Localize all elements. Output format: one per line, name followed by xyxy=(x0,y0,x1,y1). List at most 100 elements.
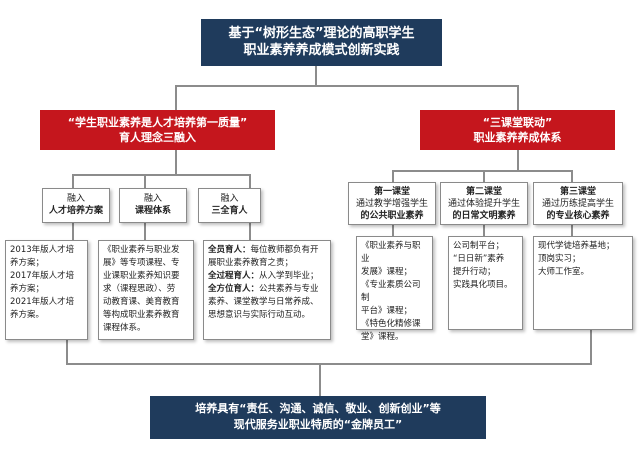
connector xyxy=(517,85,519,110)
detail-label: 全员育人： xyxy=(208,245,251,255)
col-header-line2: 通过教学增强学生 xyxy=(355,199,428,209)
detail-line: 展》等专项课程、专 xyxy=(103,258,180,268)
detail-line: 堂》课程。 xyxy=(361,332,404,342)
col-header-line3: 的日常文明素养 xyxy=(452,211,516,221)
detail-line: 2017年版人才培 xyxy=(10,271,75,281)
connector xyxy=(392,170,572,172)
col-header-sanquan: 融入 三全育人 xyxy=(198,188,261,223)
detail-line: 全员育人：每位教师都负有开 xyxy=(208,244,326,257)
connector xyxy=(319,363,321,396)
connector xyxy=(392,225,394,236)
col-header-title: 三全育人 xyxy=(211,206,248,216)
top-title-line2: 职业素养养成模式创新实践 xyxy=(243,43,400,58)
detail-label: 全过程育人： xyxy=(208,271,260,281)
connector xyxy=(483,170,485,182)
detail-label: 全方位育人： xyxy=(208,284,260,294)
col-header-third: 第三课堂 通过历练提高学生 的专业核心素养 xyxy=(533,182,623,225)
detail-line: 2021年版人才培 xyxy=(10,297,75,307)
detail-text: 展职业素养教育之责； xyxy=(208,258,294,268)
col-header-prefix: 融入 xyxy=(220,194,239,204)
detail-line: 全过程育人：从入学到毕业； xyxy=(208,270,326,283)
detail-line: 《专业素质公司制 xyxy=(361,280,421,303)
connector xyxy=(175,85,518,87)
bottom-result-line2: 现代服务业职业特质的“金牌员工” xyxy=(233,418,403,431)
detail-line: 等构成职业素养教育 xyxy=(103,310,180,320)
col-header-title: 人才培养方案 xyxy=(48,206,103,216)
connector xyxy=(144,223,146,240)
detail-second: 公司制平台； “日日新”素养 提升行动； 实践具化项目。 xyxy=(448,236,523,330)
connector xyxy=(571,170,573,182)
connector xyxy=(72,223,74,240)
col-header-title: 课程体系 xyxy=(134,206,171,216)
detail-line: 全方位育人：公共素养与专业 xyxy=(208,283,326,296)
connector xyxy=(392,170,394,182)
detail-line: 动教育课、美育教育 xyxy=(103,297,180,307)
connector xyxy=(72,174,74,188)
detail-line: 展职业素养教育之责； xyxy=(208,257,326,270)
connector xyxy=(249,223,251,240)
connector xyxy=(315,66,317,86)
detail-line: 《特色化精修课 xyxy=(361,319,421,329)
col-header-prefix: 融入 xyxy=(143,194,162,204)
detail-line: 现代学徒培养基地； xyxy=(538,241,615,251)
detail-line: 平台》课程； xyxy=(361,306,413,316)
detail-line: 求（课程思政）、劳 xyxy=(103,284,176,294)
connector xyxy=(144,174,146,188)
detail-line: 养方案。 xyxy=(10,310,45,320)
col-header-prefix: 融入 xyxy=(66,194,85,204)
connector xyxy=(175,150,177,175)
col-header-line2: 通过体验提升学生 xyxy=(447,199,520,209)
detail-line: 养方案； xyxy=(10,284,45,294)
detail-sanquan: 全员育人：每位教师都负有开 展职业素养教育之责； 全过程育人：从入学到毕业； 全… xyxy=(203,240,331,340)
detail-curriculum: 《职业素养与职业发 展》等专项课程、专 业课职业素养知识要 求（课程思政）、劳 … xyxy=(98,240,194,340)
connector xyxy=(590,330,592,364)
col-header-title: 第二课堂 xyxy=(465,187,502,197)
col-header-title: 第三课堂 xyxy=(559,187,596,197)
col-header-line2: 通过历练提高学生 xyxy=(541,199,614,209)
detail-line: 课程体系。 xyxy=(103,323,146,333)
left-branch-box: “学生职业素养是人才培养第一质量” 育人理念三融入 xyxy=(40,110,275,150)
detail-line: 思想意识与实际行动互动。 xyxy=(208,309,326,322)
detail-line: 提升行动； xyxy=(453,267,496,277)
detail-third: 现代学徒培养基地； 顶岗实习； 大师工作室。 xyxy=(533,236,633,330)
right-branch-line1: “三课堂联动” xyxy=(482,116,553,129)
connector xyxy=(483,225,485,236)
col-header-line3: 的专业核心素养 xyxy=(546,211,610,221)
detail-plan: 2013年版人才培 养方案； 2017年版人才培 养方案； 2021年版人才培 … xyxy=(5,240,88,340)
detail-text: 每位教师都负有开 xyxy=(250,245,319,255)
detail-line: 素养、课堂教学与日常养成、 xyxy=(208,296,326,309)
top-title-box: 基于“树形生态”理论的高职学生 职业素养养成模式创新实践 xyxy=(201,19,442,66)
bottom-result-box: 培养具有“责任、沟通、诚信、敬业、创新创业”等 现代服务业职业特质的“金牌员工” xyxy=(150,396,486,439)
col-header-first: 第一课堂 通过教学增强学生 的公共职业素养 xyxy=(348,182,436,225)
detail-text: 公共素养与专业 xyxy=(259,284,319,294)
right-branch-line2: 职业素养养成体系 xyxy=(473,131,562,144)
detail-text: 思想意识与实际行动互动。 xyxy=(208,310,311,320)
connector xyxy=(175,85,177,110)
detail-text: 素养、课堂教学与日常养成、 xyxy=(208,297,319,307)
detail-first: 《职业素养与职业 发展》课程； 《专业素质公司制 平台》课程； 《特色化精修课 … xyxy=(356,236,433,342)
connector xyxy=(249,174,251,188)
detail-line: 公司制平台； xyxy=(453,241,505,251)
left-branch-line1: “学生职业素养是人才培养第一质量” xyxy=(67,116,248,129)
detail-line: “日日新”素养 xyxy=(453,254,505,264)
right-branch-box: “三课堂联动” 职业素养养成体系 xyxy=(420,110,615,150)
col-header-line3: 的公共职业素养 xyxy=(360,211,424,221)
connector xyxy=(66,363,592,365)
col-header-curriculum: 融入 课程体系 xyxy=(119,188,187,223)
connector xyxy=(571,225,573,236)
bottom-result-line1: 培养具有“责任、沟通、诚信、敬业、创新创业”等 xyxy=(195,402,441,415)
top-title-line1: 基于“树形生态”理论的高职学生 xyxy=(228,26,415,41)
detail-line: 实践具化项目。 xyxy=(453,280,513,290)
detail-line: 顶岗实习； xyxy=(538,254,581,264)
detail-text: 从入学到毕业； xyxy=(259,271,319,281)
connector xyxy=(72,174,250,176)
connector xyxy=(66,340,68,364)
col-header-plan: 融入 人才培养方案 xyxy=(42,188,110,223)
connector xyxy=(517,150,519,171)
detail-line: 发展》课程； xyxy=(361,267,413,277)
col-header-title: 第一课堂 xyxy=(373,187,410,197)
detail-line: 《职业素养与职业 xyxy=(361,241,421,264)
detail-line: 养方案； xyxy=(10,258,45,268)
left-branch-line2: 育人理念三融入 xyxy=(119,131,196,144)
detail-line: 《职业素养与职业发 xyxy=(103,245,180,255)
